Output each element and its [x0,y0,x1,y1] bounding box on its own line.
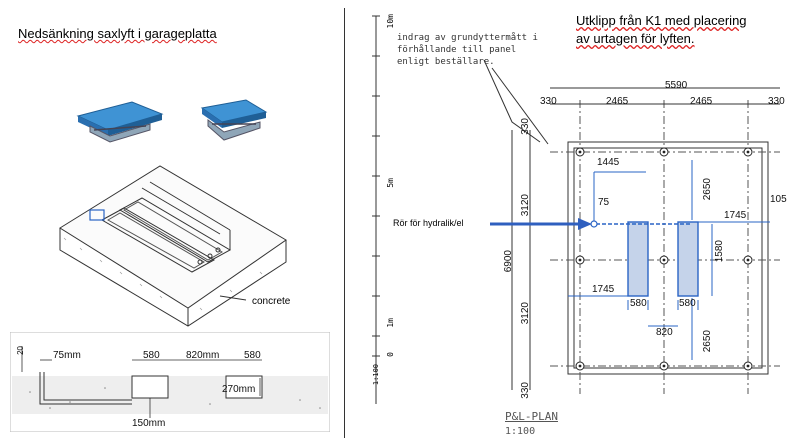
dim-330-left-top: 330 [520,118,531,135]
dim-2465-a: 2465 [606,96,629,107]
dim-580-right: 580 [244,350,261,361]
lift-photos [76,99,268,143]
dim-270mm: 270mm [222,384,256,395]
dim-3120-top: 3120 [520,194,531,217]
dim-150mm: 150mm [132,418,166,429]
scale-1m: 1m [386,318,395,328]
isometric-slab-sketch [59,165,287,327]
right-title-line-2: av urtagen för lyften. [576,31,695,46]
dim-105: 105 [770,194,787,205]
scissor-lift-image-2 [200,99,268,141]
note-line-2: förhållande till panel [397,45,517,55]
dim-580-plan-right: 580 [679,298,696,309]
scale-10m: 10m [386,14,395,29]
left-title: Nedsänkning saxlyft i garageplatta [18,26,217,41]
dim-1745-left: 1745 [592,284,615,295]
installation-note: indrag av grundyttermått i förhållande t… [397,32,538,68]
dim-5590: 5590 [665,80,688,91]
concrete-label: concrete [252,296,291,307]
scale-ratio: 1:100 [372,364,380,386]
dim-820mm: 820mm [186,350,220,361]
dim-1445: 1445 [597,157,620,168]
cross-section [10,332,330,432]
panel-divider [344,8,345,438]
foundation-plan [483,60,780,394]
right-title: Utklipp från K1 med placering av urtagen… [576,12,747,48]
scissor-lift-image-1 [76,101,164,143]
dim-580-left: 580 [143,350,160,361]
right-title-line-1: Utklipp från K1 med placering [576,13,747,28]
scale-0: 0 [386,352,395,357]
lift-pit-right [677,221,699,297]
dim-1580: 1580 [714,240,725,263]
plan-label: P&L-PLAN [505,410,558,423]
scale-5m: 5m [386,178,395,188]
note-line-3: enligt beställare. [397,57,495,67]
dim-580-plan-left: 580 [630,298,647,309]
dim-330-top-right: 330 [768,96,785,107]
dim-820-plan: 820 [656,327,673,338]
note-line-1: indrag av grundyttermått i [397,33,538,43]
lift-pit-left [627,221,649,297]
pipe-label: Rör för hydralik/el [393,218,464,228]
scale-bar [372,15,380,404]
dim-75: 75 [598,197,610,208]
dim-75mm: 75mm [53,350,81,361]
dim-2650-top: 2650 [702,178,713,201]
plan-scale: 1:100 [505,426,536,437]
dim-3120-bottom: 3120 [520,302,531,325]
dim-330-left-bottom: 330 [520,382,531,399]
highlight-box [89,209,105,221]
dim-330-top-left: 330 [540,96,557,107]
dim-2465-b: 2465 [690,96,713,107]
dim-2650-bottom: 2650 [702,330,713,353]
dim-6900: 6900 [503,250,514,273]
dim-20: 20 [16,346,25,355]
dim-1745-right: 1745 [724,210,747,221]
